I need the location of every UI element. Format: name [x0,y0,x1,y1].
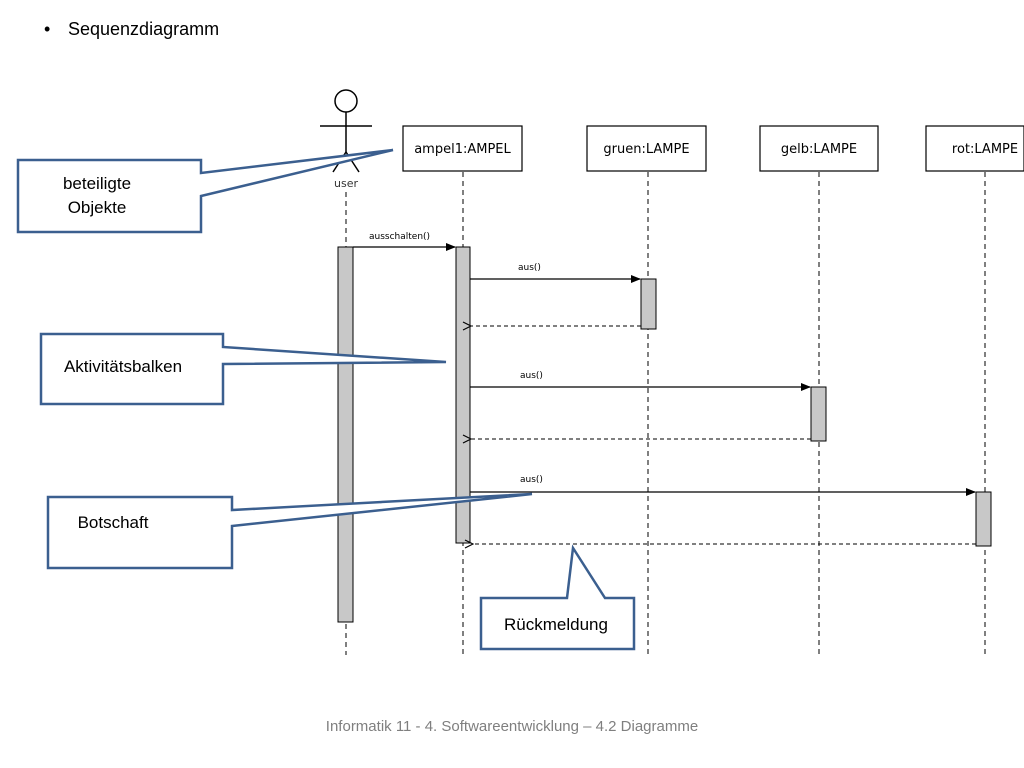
message-label: aus() [520,475,543,485]
slide-footer: Informatik 11 - 4. Softwareentwicklung –… [325,718,699,735]
activation-bars [337,246,992,623]
sequence-diagram: user ampel1:AMPEL gruen:LAMPE gelb:LAMPE… [16,89,1024,655]
object-gelb: gelb:LAMPE [759,125,879,172]
message-label: ausschalten() [369,232,430,242]
callout-text: Rückmeldung [504,615,608,634]
callout-shape [46,492,533,570]
callout-shape [39,332,447,406]
object-gruen: gruen:LAMPE [586,125,707,172]
object-box [925,125,1024,172]
callout-rueckmeldung: Rückmeldung [479,544,636,651]
messages: ausschalten() aus() aus() aus() [353,232,976,544]
object-ampel1: ampel1:AMPEL [402,125,523,172]
callout-beteiligte-objekte: beteiligte Objekte [16,148,394,234]
object-label-rot: rot:LAMPE [952,142,1018,157]
activation-bar-user [337,246,354,623]
callout-text-line2: Objekte [68,198,127,217]
callout-text: Botschaft [78,513,149,532]
object-label-gruen: gruen:LAMPE [603,142,689,157]
message-label: aus() [518,263,541,273]
bullet-item: • Sequenzdiagramm [44,19,219,40]
activation-bar-gelb [810,386,827,442]
activation-bar-rot [975,491,992,547]
object-box [759,125,879,172]
callout-aktivitaetsbalken: Aktivitätsbalken [39,332,447,406]
bullet-dot: • [44,19,51,39]
callout-text-line1: beteiligte [63,174,131,193]
object-box [586,125,707,172]
bullet-text: Sequenzdiagramm [68,19,220,39]
callout-botschaft: Botschaft [46,492,533,570]
activation-bar-ampel1 [455,246,471,544]
actor-head [334,89,358,113]
object-label-gelb: gelb:LAMPE [781,142,857,157]
actor-label: user [334,177,358,190]
activation-bar-gruen [640,278,657,330]
actor-user: user [320,89,372,190]
object-box [402,125,523,172]
object-label-ampel1: ampel1:AMPEL [414,142,511,157]
object-rot: rot:LAMPE [925,125,1024,172]
callout-text: Aktivitätsbalken [64,357,182,376]
message-label: aus() [520,371,543,381]
callout-shape [16,148,394,234]
callout-shape [479,544,636,651]
lifelines [345,172,986,655]
